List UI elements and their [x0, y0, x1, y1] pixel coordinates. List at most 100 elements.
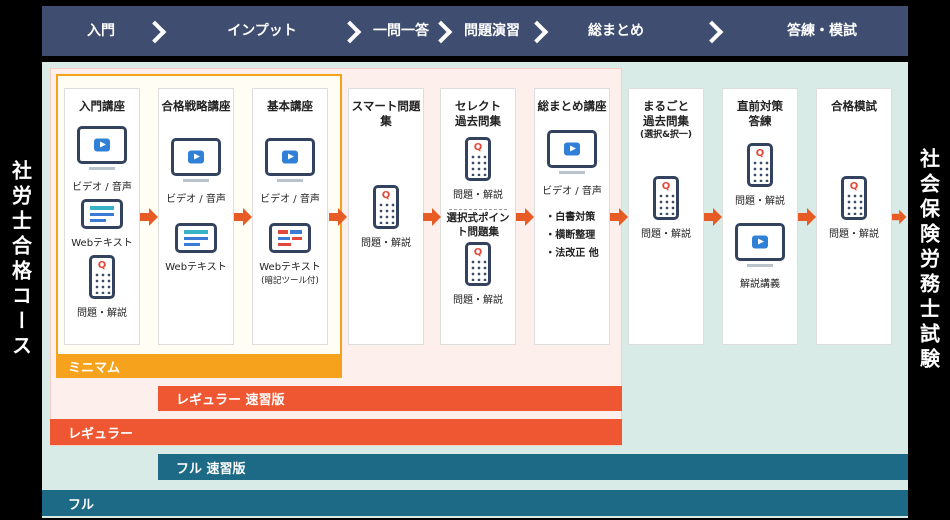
item-label: 問題・解説: [361, 237, 411, 249]
item-label: Webテキスト: [259, 261, 321, 273]
quiz-phone-icon: Q: [747, 142, 773, 187]
dashed-divider: [449, 208, 507, 210]
item-label: 問題・解説: [829, 228, 879, 240]
card-title: 合格戦略講座: [161, 99, 231, 113]
chevron-right-icon: [700, 20, 724, 44]
bullet: ・白書対策: [545, 211, 596, 223]
quiz-item: Q 問題・解説: [641, 175, 691, 240]
webtext-tablet-icon: [174, 222, 217, 253]
card-basic-course: 基本講座 ビデオ / 音声 Webテキスト (暗記ツール付): [252, 88, 328, 345]
item-label: ビデオ / 音声: [542, 185, 602, 197]
flow-arrow-icon: [423, 208, 441, 226]
quiz-phone-icon: Q: [465, 136, 491, 181]
quiz-item: Q 問題・解説: [361, 184, 411, 249]
card-subtitle: 選択式ポイント問題集: [446, 211, 510, 238]
card-intro-course: 入門講座 ビデオ / 音声 Webテキスト Q 問題・解説: [64, 88, 140, 345]
card-title: 入門講座: [79, 99, 125, 113]
card-summary-course: 総まとめ講座 ビデオ / 音声 ・白書対策 ・横断整理 ・法改正 他: [534, 88, 610, 345]
video-item: ビデオ / 音声: [72, 125, 132, 193]
card-select-past-questions: セレクト過去問集 Q 問題・解説 選択式ポイント問題集 Q 問題・解説: [440, 88, 516, 345]
stage-intro: 入門: [87, 23, 115, 39]
stage-practice: 問題演習: [464, 23, 520, 39]
quiz-phone-icon: Q: [841, 175, 867, 220]
band-full-fast: フル 速習版: [158, 454, 908, 480]
card-subtitle: (選択&択一): [639, 129, 693, 140]
card-title: 基本講座: [267, 99, 313, 113]
webtext-item: Webテキスト: [71, 198, 133, 249]
item-label: 問題・解説: [453, 189, 503, 201]
video-player-icon: [735, 222, 785, 267]
play-icon: [93, 138, 110, 152]
chevron-right-icon: [525, 20, 549, 44]
item-label: 問題・解説: [453, 295, 503, 307]
topic-bullets: ・白書対策 ・横断整理 ・法改正 他: [545, 209, 598, 263]
play-icon: [187, 150, 204, 164]
right-exam-name-label: 社会保険労務士試験: [916, 147, 941, 373]
video-item: ビデオ / 音声: [166, 137, 226, 205]
item-label: 解説講義: [740, 278, 780, 290]
item-label: 問題・解説: [77, 307, 127, 319]
item-label: 問題・解説: [641, 228, 691, 240]
quiz-item: Q 問題・解説: [453, 136, 503, 201]
quiz-item: Q 問題・解説: [735, 142, 785, 207]
band-regular: レギュラー: [50, 419, 622, 445]
quiz-item: Q 問題・解説: [77, 254, 127, 319]
flow-arrow-icon: [140, 208, 158, 226]
card-smart-questions: スマート問題集 Q 問題・解説: [348, 88, 424, 345]
item-label: ビデオ / 音声: [260, 193, 320, 205]
flow-arrow-icon: [234, 208, 252, 226]
play-icon: [752, 235, 768, 249]
play-icon: [281, 150, 298, 164]
flow-arrow-icon: [798, 208, 816, 226]
stage-one-qa: 一問一答: [373, 23, 429, 39]
band-minimum: ミニマム: [56, 354, 342, 378]
band-full: フル: [42, 490, 908, 516]
item-note: (暗記ツール付): [261, 275, 319, 286]
flow-arrow-icon: [329, 208, 347, 226]
quiz-phone-icon: Q: [653, 175, 679, 220]
quiz-item: Q 問題・解説: [453, 242, 503, 306]
video-player-icon: [170, 137, 221, 182]
card-title: 合格模試: [831, 99, 877, 113]
play-icon: [563, 142, 580, 156]
card-marugoto-past-questions: まるごと過去問集 (選択&択一) Q 問題・解説: [628, 88, 704, 345]
video-item: ビデオ / 音声: [542, 129, 602, 197]
band-regular-fast: レギュラー 速習版: [158, 386, 622, 411]
item-label: ビデオ / 音声: [72, 181, 132, 193]
bullet: ・法改正 他: [545, 247, 599, 259]
card-title: スマート問題集: [351, 99, 421, 128]
card-strategy-course: 合格戦略講座 ビデオ / 音声 Webテキスト: [158, 88, 234, 345]
card-final-prep-training: 直前対策答練 Q 問題・解説 解説講義: [722, 88, 798, 345]
webtext-item: Webテキスト: [165, 222, 227, 273]
item-label: Webテキスト: [71, 237, 133, 249]
card-mock-exam: 合格模試 Q 問題・解説: [816, 88, 892, 345]
webtext-memo-item: Webテキスト (暗記ツール付): [259, 222, 321, 286]
flow-arrow-icon: [516, 208, 534, 226]
quiz-phone-icon: Q: [89, 254, 115, 299]
card-title: 直前対策答練: [737, 99, 783, 128]
item-label: Webテキスト: [165, 261, 227, 273]
left-course-name-label: 社労士合格コース: [8, 160, 33, 360]
video-player-icon: [76, 125, 127, 170]
chevron-right-icon: [338, 20, 362, 44]
video-item: ビデオ / 音声: [260, 137, 320, 205]
pipeline-band: 入門 インプット 一問一答 問題演習 総まとめ 答練・模試: [42, 6, 908, 56]
chevron-right-icon: [143, 20, 167, 44]
memo-webtext-tablet-icon: [268, 222, 311, 253]
card-title: まるごと過去問集: [643, 99, 689, 128]
quiz-phone-icon: Q: [373, 184, 399, 229]
bullet: ・横断整理: [545, 229, 596, 241]
stage-review: 総まとめ: [588, 23, 644, 39]
chevron-right-icon: [429, 20, 453, 44]
quiz-phone-icon: Q: [465, 242, 491, 287]
card-title: セレクト過去問集: [455, 99, 501, 128]
video-item: 解説講義: [735, 222, 785, 290]
stage-mock: 答練・模試: [787, 23, 857, 39]
video-player-icon: [264, 137, 315, 182]
quiz-item: Q 問題・解説: [829, 175, 879, 240]
item-label: ビデオ / 音声: [166, 193, 226, 205]
webtext-tablet-icon: [80, 198, 123, 229]
flow-arrow-icon: [610, 208, 628, 226]
card-title: 総まとめ講座: [537, 99, 607, 113]
